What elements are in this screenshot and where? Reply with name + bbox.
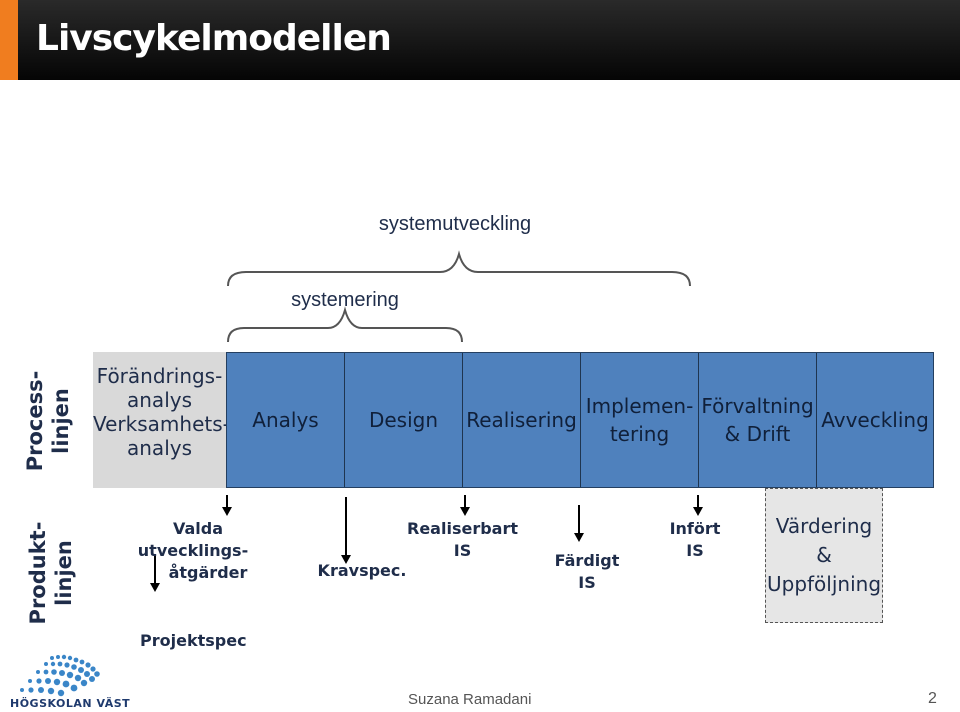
product-fardigt-is: Färdigt IS — [554, 551, 620, 592]
stage-design: Design — [345, 353, 463, 487]
systemering-brace — [227, 306, 463, 343]
stage-forvaltning: Förvaltning & Drift — [699, 353, 817, 487]
systemering-label: systemering — [291, 289, 399, 311]
pre-stage-line: analys — [127, 436, 192, 460]
product-line-label: Produkt- linjen — [26, 521, 76, 625]
footer-author: Suzana Ramadani — [408, 691, 532, 708]
product-valda-atgarder: Valda utvecklings- åtgärder — [137, 519, 249, 582]
logo-text: HÖGSKOLAN VÄST — [10, 697, 131, 710]
slide-title: Livscykelmodellen — [36, 18, 392, 59]
systemutveckling-brace — [227, 250, 691, 287]
hogskolan-vast-logo-icon — [20, 654, 100, 697]
stage-avveckling: Avveckling — [821, 408, 929, 432]
systemutveckling-label: systemutveckling — [378, 213, 532, 235]
process-stage-row: Analys Design Realisering Implemen- teri… — [226, 352, 934, 488]
project-spec-label: Projektspec — [140, 631, 247, 650]
product-infort-is: Infört IS — [669, 519, 721, 560]
pre-stage-line: Verksamhets- — [93, 412, 230, 436]
page-number: 2 — [928, 690, 937, 707]
title-bar: Livscykelmodellen — [0, 0, 960, 80]
process-line-label: Process- linjen — [23, 370, 73, 472]
stage-implementering: Implemen- tering — [581, 353, 699, 487]
pre-stage-line: Förändrings- — [96, 364, 223, 388]
evaluation-box: Värdering & Uppföljning — [765, 488, 883, 623]
title-accent — [0, 0, 18, 80]
product-kravspec: Kravspec. — [317, 561, 407, 580]
pre-stage-line: analys — [127, 388, 192, 412]
product-realiserbart-is: Realiserbart IS — [407, 519, 518, 560]
stage-realisering: Realisering — [463, 353, 581, 487]
stage-analys: Analys — [227, 353, 345, 487]
pre-stage-box: Förändrings- analys Verksamhets- analys — [93, 352, 230, 488]
